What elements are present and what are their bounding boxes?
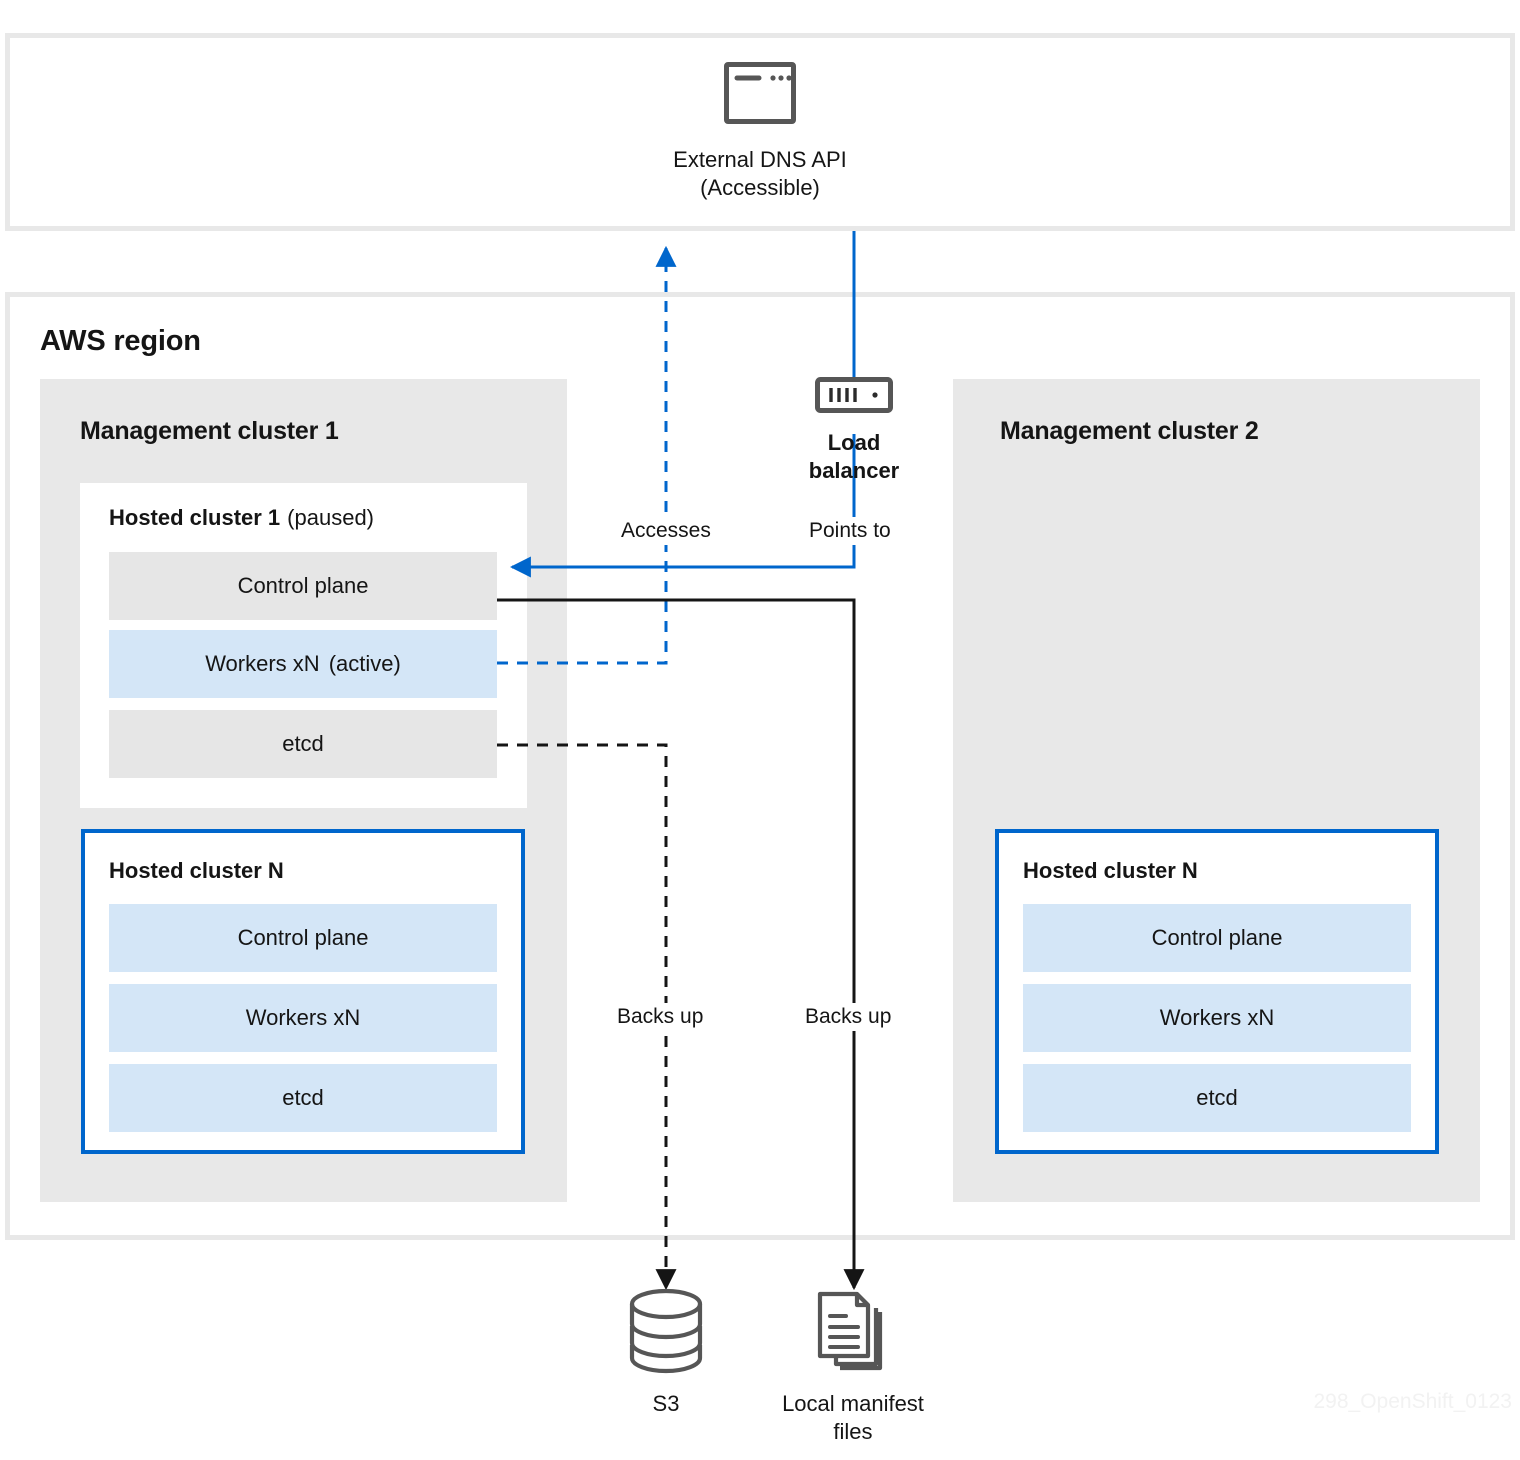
load-balancer-icon — [815, 377, 893, 418]
external-dns-api-label: External DNS API (Accessible) — [673, 146, 847, 202]
load-balancer-label: Load balancer — [809, 429, 900, 485]
component-row-workers-hostedn-right: Workers xN — [1023, 984, 1411, 1052]
component-label: Workers xN — [245, 1005, 361, 1030]
external-dns-api-subtitle: (Accessible) — [700, 175, 820, 201]
watermark: 298_OpenShift_0123 — [1313, 1390, 1512, 1413]
component-row-workers-hostedn-left: Workers xN — [109, 984, 497, 1052]
edge-label-backs-up-manifests: Backs up — [796, 1003, 901, 1031]
component-row-control-plane-hostedn-left: Control plane — [109, 904, 497, 972]
database-stack-icon — [625, 1288, 707, 1379]
load-balancer-node: Load balancer — [754, 377, 954, 485]
component-label: etcd — [1196, 1085, 1238, 1110]
edge-label-points-to: Points to — [800, 517, 900, 545]
hosted-cluster-n-right-title: Hosted cluster N — [1023, 858, 1198, 884]
edge-label-accesses: Accesses — [612, 517, 720, 545]
local-manifest-files-line1: Local manifest — [782, 1391, 924, 1416]
component-label: Control plane — [237, 573, 369, 598]
component-label: Control plane — [237, 925, 369, 950]
component-row-control-plane-hostedn-right: Control plane — [1023, 904, 1411, 972]
load-balancer-label-line1: Load — [827, 430, 881, 455]
component-row-workers-hosted1: Workers xN (active) — [109, 630, 497, 698]
local-manifest-files-line2: files — [833, 1419, 873, 1445]
s3-label: S3 — [652, 1391, 680, 1416]
component-label: etcd — [282, 731, 324, 756]
load-balancer-label-line2: balancer — [808, 458, 900, 484]
external-dns-api-title: External DNS API — [673, 147, 847, 172]
component-label: etcd — [282, 1085, 324, 1110]
browser-window-icon — [724, 62, 796, 129]
component-label: Workers xN — [205, 651, 320, 676]
local-manifest-files-label: Local manifest files — [782, 1390, 924, 1446]
component-row-etcd-hostedn-left: etcd — [109, 1064, 497, 1132]
aws-region-title: AWS region — [40, 325, 201, 357]
component-row-control-plane-hosted1: Control plane — [109, 552, 497, 620]
component-row-etcd-hosted1: etcd — [109, 710, 497, 778]
component-row-etcd-hostedn-right: etcd — [1023, 1064, 1411, 1132]
hosted-cluster-1-name: Hosted cluster 1 — [109, 505, 281, 530]
component-label: Workers xN — [1159, 1005, 1275, 1030]
edge-label-backs-up-s3: Backs up — [608, 1003, 713, 1031]
local-manifest-files-node: Local manifest files — [753, 1288, 953, 1446]
component-state: (active) — [328, 651, 401, 676]
management-cluster-1-title: Management cluster 1 — [80, 417, 339, 445]
hosted-cluster-1-state: (paused) — [287, 505, 375, 530]
hosted-cluster-n-left-name: Hosted cluster N — [109, 858, 284, 883]
hosted-cluster-n-right-name: Hosted cluster N — [1023, 858, 1198, 883]
s3-node: S3 — [566, 1288, 766, 1418]
management-cluster-2-title: Management cluster 2 — [1000, 417, 1259, 445]
hosted-cluster-1-title: Hosted cluster 1(paused) — [109, 505, 374, 531]
documents-icon — [812, 1288, 894, 1379]
component-label: Control plane — [1151, 925, 1283, 950]
hosted-cluster-n-left-title: Hosted cluster N — [109, 858, 284, 884]
external-dns-api-node: External DNS API (Accessible) — [630, 62, 890, 202]
